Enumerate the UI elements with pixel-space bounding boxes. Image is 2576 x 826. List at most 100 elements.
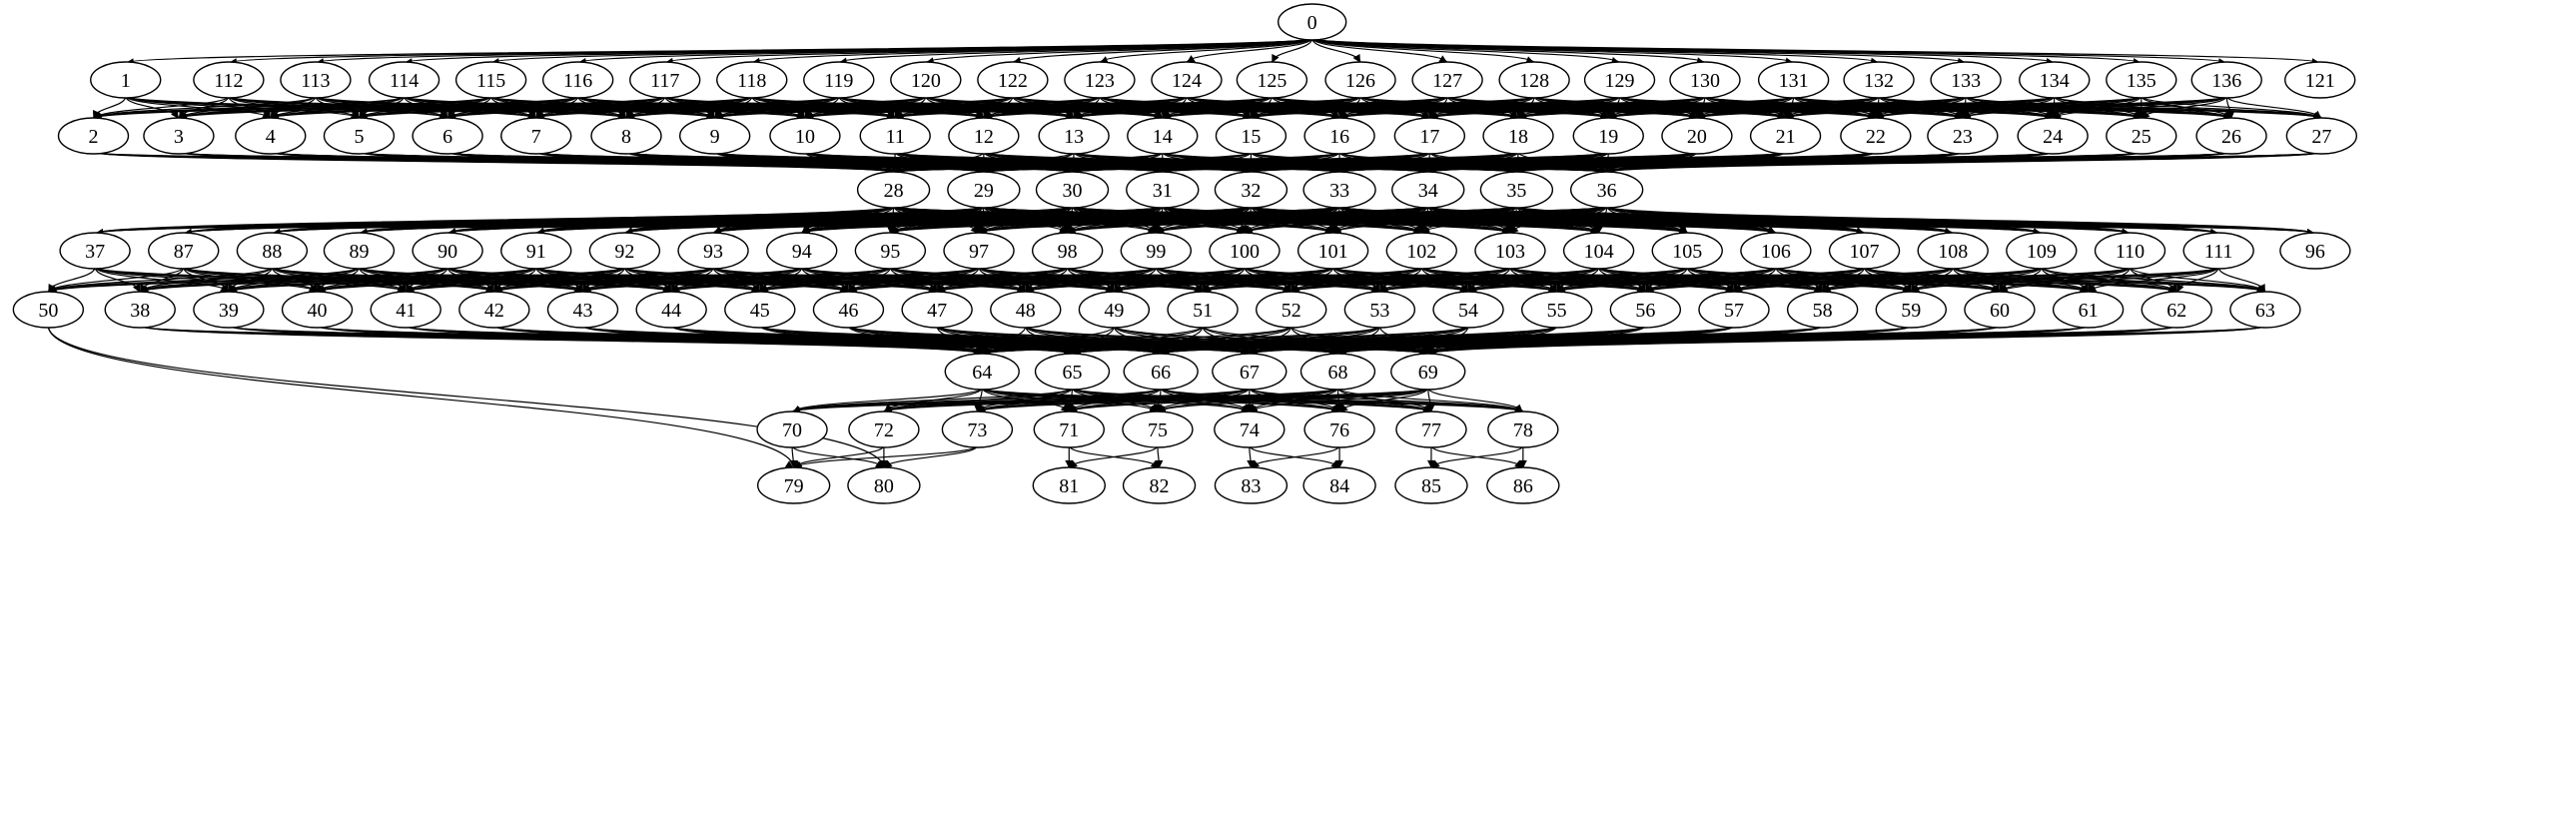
node-115: 115 [454,61,527,99]
node-123-label: 123 [1085,70,1115,92]
node-104: 104 [1562,232,1635,270]
edge-0-to-120 [925,37,1313,64]
node-98-ellipse [1031,232,1104,270]
node-119-ellipse [803,61,875,99]
node-9: 9 [678,117,751,155]
node-90-ellipse [412,232,483,270]
node-134: 134 [2019,61,2091,99]
node-13-ellipse [1038,117,1110,155]
node-66-ellipse [1123,353,1199,391]
node-7: 7 [500,117,572,155]
node-73: 73 [941,411,1014,448]
edge-36-to-106 [1606,205,1777,235]
node-85: 85 [1394,466,1468,504]
arrowhead-132-to-22 [1872,110,1881,119]
arrowhead-50-to-79 [784,460,794,468]
node-61-ellipse [2052,291,2125,329]
edge-0-to-123 [1099,37,1313,64]
node-127-ellipse [1411,61,1483,99]
node-71-label: 71 [1059,419,1079,441]
node-60-ellipse [1964,291,2036,329]
node-14-label: 14 [1153,126,1173,148]
edge-76-to-83 [1250,444,1340,469]
node-50-ellipse [12,291,85,329]
node-109-ellipse [2006,232,2078,270]
node-95: 95 [854,232,927,270]
node-26-ellipse [2195,117,2267,155]
node-63: 63 [2229,291,2301,329]
node-15-label: 15 [1241,126,1261,148]
node-83: 83 [1214,466,1288,504]
node-105-label: 105 [1672,241,1702,263]
node-36-label: 36 [1597,180,1617,202]
node-92: 92 [588,232,661,270]
edge-135-to-27 [2141,95,2322,120]
arrowhead-50-to-80 [874,460,884,468]
node-103-label: 103 [1495,241,1525,263]
node-110: 110 [2094,232,2166,270]
node-70-label: 70 [782,419,802,441]
arrowhead-10-to-28 [884,164,894,173]
arrowhead-47-to-64 [975,345,983,355]
arrowhead-69-to-77 [1426,404,1435,413]
node-104-ellipse [1562,232,1635,270]
node-8-label: 8 [621,126,631,148]
node-8: 8 [590,117,662,155]
node-20-ellipse [1661,117,1733,155]
node-72-ellipse [848,411,920,448]
edge-111-to-60 [1999,266,2219,294]
edge-88-to-50 [47,266,274,294]
edge-0-to-133 [1311,37,1967,64]
edge-73-to-79 [793,444,979,469]
node-130-label: 130 [1690,70,1720,92]
node-70-ellipse [756,411,828,448]
arrowhead-136-to-27 [2312,110,2322,119]
node-115-ellipse [454,61,527,99]
node-67: 67 [1212,353,1288,391]
arrowhead-135-to-25 [2137,110,2146,119]
node-18: 18 [1482,117,1554,155]
node-6-label: 6 [442,126,452,148]
node-80-ellipse [847,466,921,504]
node-96: 96 [2279,232,2351,270]
node-32-label: 32 [1241,180,1261,202]
arrowhead-110-to-62 [2168,283,2177,293]
node-112-label: 112 [214,70,243,92]
node-45-ellipse [724,291,796,329]
arrowhead-97-to-48 [1018,283,1026,293]
node-84-label: 84 [1329,475,1349,497]
edge-136-to-24 [2052,95,2227,120]
node-21-ellipse [1749,117,1822,155]
edge-45-to-64 [759,325,983,356]
node-39-label: 39 [219,300,239,322]
node-19-ellipse [1572,117,1644,155]
arrowhead-16-to-34 [1418,164,1428,173]
node-13-label: 13 [1064,126,1084,148]
node-49: 49 [1078,291,1151,329]
node-57-label: 57 [1724,300,1744,322]
arrowhead-76-to-84 [1335,459,1344,468]
node-136-label: 136 [2211,70,2241,92]
node-24: 24 [2017,117,2089,155]
node-6: 6 [412,117,483,155]
node-103-ellipse [1474,232,1546,270]
arrowhead-131-to-22 [1867,110,1876,119]
node-64-ellipse [944,353,1020,391]
node-23: 23 [1927,117,1999,155]
node-135-ellipse [2106,61,2177,99]
node-96-label: 96 [2305,241,2325,263]
node-29: 29 [947,171,1021,209]
arrowhead-89-to-41 [398,283,407,293]
node-127-label: 127 [1432,70,1462,92]
node-71-ellipse [1033,411,1105,448]
node-103: 103 [1474,232,1546,270]
node-53: 53 [1343,291,1416,329]
node-5-label: 5 [354,126,364,148]
node-116-ellipse [541,61,614,99]
node-21-label: 21 [1776,126,1796,148]
node-58-label: 58 [1813,300,1833,322]
node-102-label: 102 [1406,241,1436,263]
node-69: 69 [1390,353,1466,391]
arrowhead-74-to-84 [1330,459,1340,468]
